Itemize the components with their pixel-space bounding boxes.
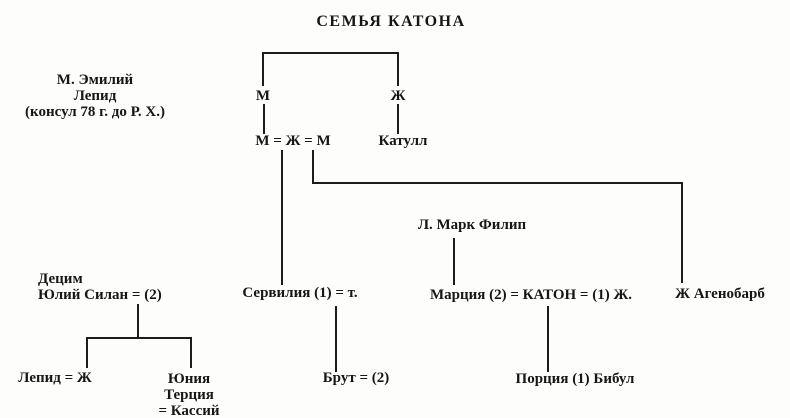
connector-to-porcia: [547, 306, 549, 372]
node-aemilius-line1: М. Эмилий: [56, 72, 134, 88]
node-brutus: Брут = (2): [322, 370, 390, 386]
connector-top-bracket-right: [397, 52, 399, 86]
connector-silanus-bracket-horizontal: [86, 337, 192, 339]
node-junia-line2: Терция: [164, 387, 214, 403]
node-decimus-silanus: Децим Юлий Силан = (2): [38, 271, 188, 303]
connector-top-bracket-horizontal: [262, 52, 399, 54]
node-junia-line3: = Кассий: [158, 403, 220, 418]
connector-silanus-bracket-right: [190, 337, 192, 368]
node-ahenobarbus: Ж Агенобарб: [675, 286, 765, 302]
node-aemilius-line3: (консул 78 г. до Р. Х.): [25, 104, 165, 120]
node-junia-tertia: Юния Терция = Кассий: [119, 371, 259, 418]
connector-silanus-down: [137, 304, 139, 339]
node-aemilius-line2: Лепид: [73, 88, 117, 104]
connector-cross-horizontal: [312, 182, 683, 184]
connector-to-ahenobarbus: [681, 182, 683, 283]
connector-mother-down: [397, 104, 399, 134]
connector-silanus-bracket-left: [86, 337, 88, 368]
connector-philippus-down: [453, 238, 455, 285]
node-junia-line1: Юния: [167, 371, 211, 387]
node-silanus-line2: Юлий Силан = (2): [38, 287, 162, 303]
node-catullus: Катулл: [378, 133, 428, 149]
node-mother-zh: Ж: [390, 88, 406, 104]
node-triple-marriage: М = Ж = М: [255, 133, 331, 149]
node-servilia: Сервилия (1) = т.: [242, 285, 358, 301]
diagram-title: СЕМЬЯ КАТОНА: [316, 13, 466, 30]
node-silanus-line1: Децим: [38, 271, 83, 287]
node-marcia-cato: Марция (2) = КАТОН = (1) Ж.: [429, 287, 633, 303]
node-aemilius-lepidus: М. Эмилий Лепид (консул 78 г. до Р. Х.): [5, 72, 185, 120]
connector-to-brutus: [335, 306, 337, 372]
connector-top-bracket-left: [262, 52, 264, 86]
node-father-m: М: [255, 88, 271, 104]
connector-to-servilia: [281, 150, 283, 285]
node-porcia-bibulus: Порция (1) Бибул: [515, 371, 635, 387]
connector-father-down: [263, 104, 265, 134]
node-lepidus-junior: Лепид = Ж: [18, 370, 92, 386]
node-marcus-philippus: Л. Марк Филип: [417, 217, 527, 233]
connector-second-husband-down: [312, 150, 314, 184]
